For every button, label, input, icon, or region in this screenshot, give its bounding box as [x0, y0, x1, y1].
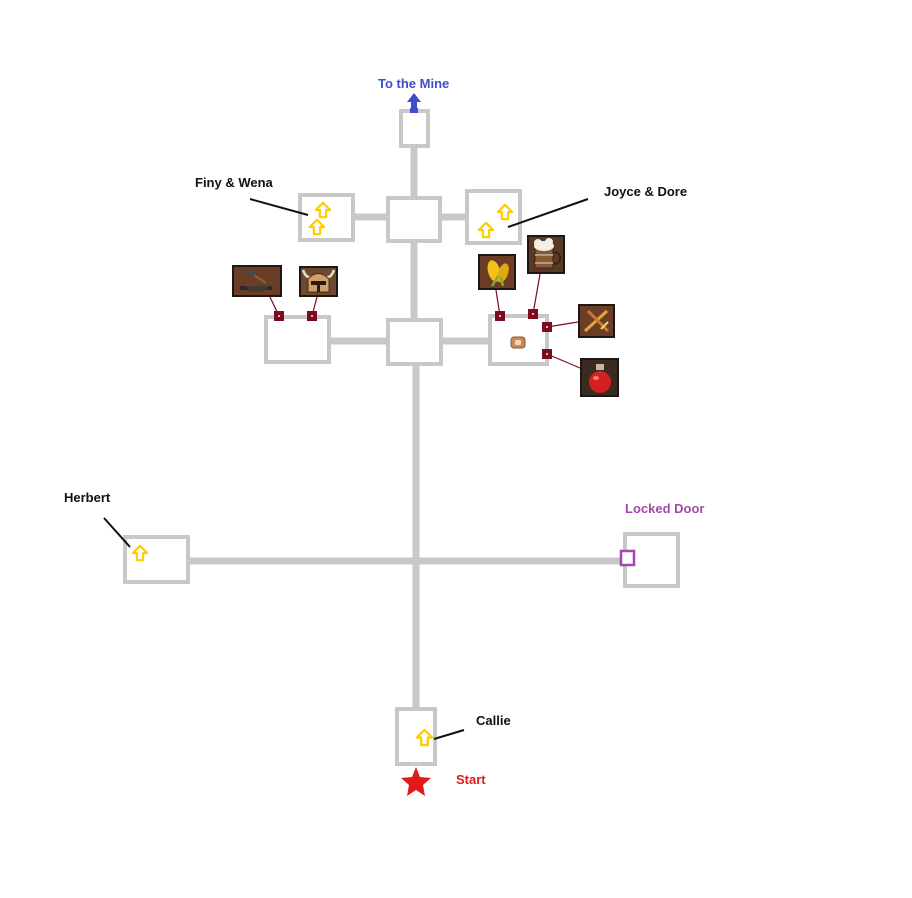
herbert-pointer [103, 517, 131, 548]
label-to-the-mine: To the Mine [378, 76, 450, 91]
anvil-hammer-icon[interactable] [232, 265, 282, 297]
room-locked[interactable] [623, 532, 680, 588]
mine-arrow-icon[interactable] [407, 93, 421, 113]
rooms [123, 109, 680, 766]
label-callie: Callie [476, 713, 511, 728]
room-herbert[interactable] [123, 535, 190, 584]
room-middle-hub[interactable] [386, 318, 443, 366]
label-joyce-dore: Joyce & Dore [604, 184, 688, 199]
label-herbert: Herbert [64, 490, 111, 505]
room-joyce-dore[interactable] [465, 189, 522, 245]
start-star-icon[interactable] [401, 767, 431, 796]
joyce-dore-pointer [507, 198, 589, 228]
room-blacksmith[interactable] [264, 315, 331, 364]
finy-wena-pointer [249, 198, 309, 216]
helmet-icon[interactable] [299, 266, 338, 297]
corridors [188, 147, 625, 708]
locked-door-icon[interactable] [619, 549, 636, 567]
label-start: Start [456, 772, 486, 787]
label-pointers [103, 198, 589, 740]
potion-icon[interactable] [580, 358, 619, 397]
label-locked-door: Locked Door [625, 501, 705, 516]
room-mine-entrance[interactable] [399, 109, 430, 148]
beer-mug-icon[interactable] [527, 235, 565, 274]
label-finy-wena: Finy & Wena [195, 175, 273, 190]
callie-pointer [433, 729, 465, 740]
crossed-swords-icon[interactable] [578, 304, 615, 338]
wheat-icon[interactable] [478, 254, 516, 290]
room-north-hub[interactable] [386, 196, 442, 243]
coin-icon[interactable] [510, 336, 526, 349]
